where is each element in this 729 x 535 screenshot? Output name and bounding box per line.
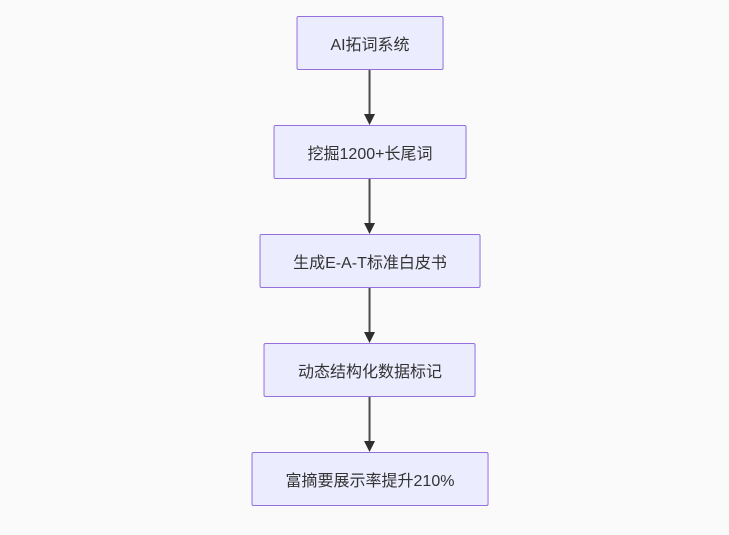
flow-node-structured-data-markup: 动态结构化数据标记: [263, 343, 476, 397]
arrow-down-icon: [364, 397, 376, 452]
flow-node-eat-whitepaper: 生成E-A-T标准白皮书: [259, 234, 481, 288]
flow-node-rich-snippet-result: 富摘要展示率提升210%: [251, 452, 489, 506]
arrow-down-icon: [364, 179, 376, 234]
flowchart-column: AI拓词系统 挖掘1200+长尾词 生成E-A-T标准白皮书 动态结构化数据标记…: [251, 16, 489, 506]
flow-node-longtail-mining: 挖掘1200+长尾词: [273, 125, 467, 179]
flow-node-ai-keyword-system: AI拓词系统: [296, 16, 444, 70]
arrow-down-icon: [364, 288, 376, 343]
arrow-down-icon: [364, 70, 376, 125]
